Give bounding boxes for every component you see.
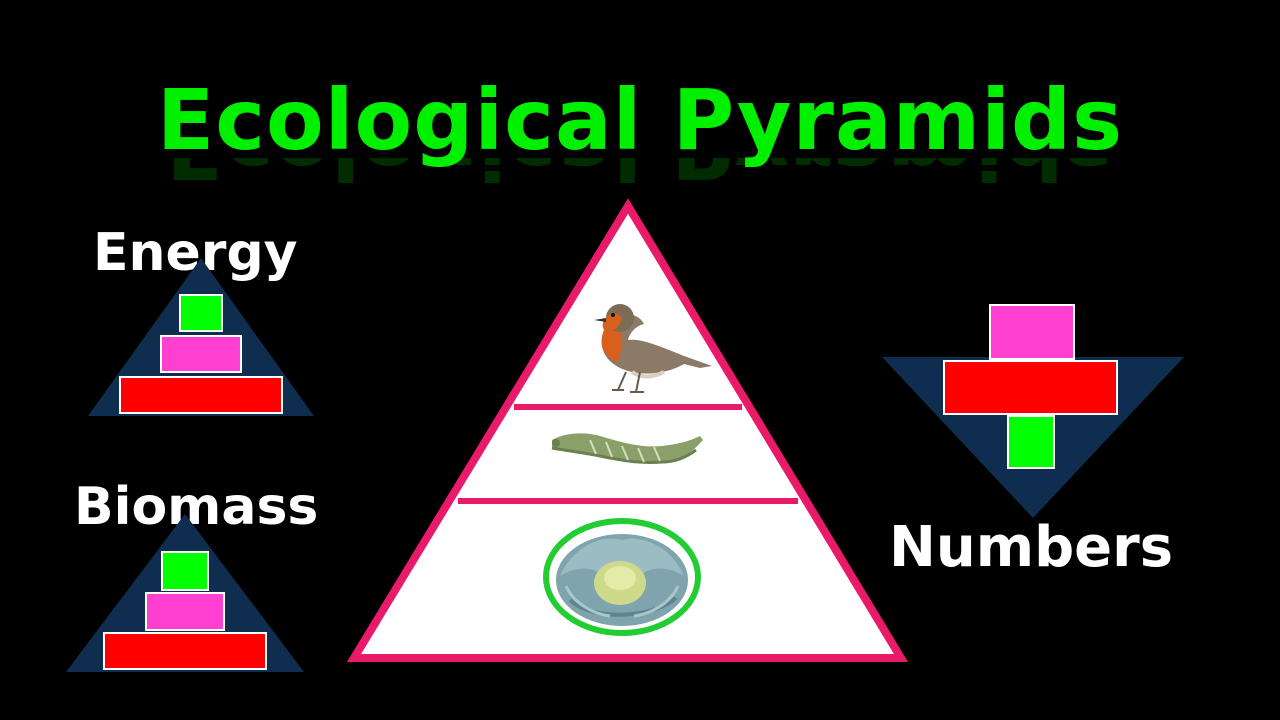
numbers-level-middle — [943, 360, 1118, 415]
numbers-level-bottom — [1007, 415, 1055, 469]
robin-bird-icon — [594, 304, 712, 393]
caterpillar-icon — [551, 433, 703, 464]
biomass-level-top — [161, 551, 209, 591]
numbers-pyramid — [882, 304, 1184, 518]
numbers-level-top — [989, 304, 1075, 360]
biomass-label: Biomass — [74, 477, 319, 537]
energy-level-middle — [160, 335, 242, 373]
biomass-level-middle — [145, 592, 225, 631]
energy-level-bottom — [119, 376, 283, 414]
cabbage-icon — [543, 518, 701, 636]
page-title: Ecological Pyramids — [156, 71, 1124, 169]
food-chain-pyramid-outline — [346, 198, 909, 662]
energy-level-top — [179, 294, 223, 332]
biomass-level-bottom — [103, 632, 267, 670]
numbers-label: Numbers — [889, 515, 1174, 580]
energy-pyramid — [88, 258, 314, 416]
biomass-pyramid — [66, 514, 304, 672]
